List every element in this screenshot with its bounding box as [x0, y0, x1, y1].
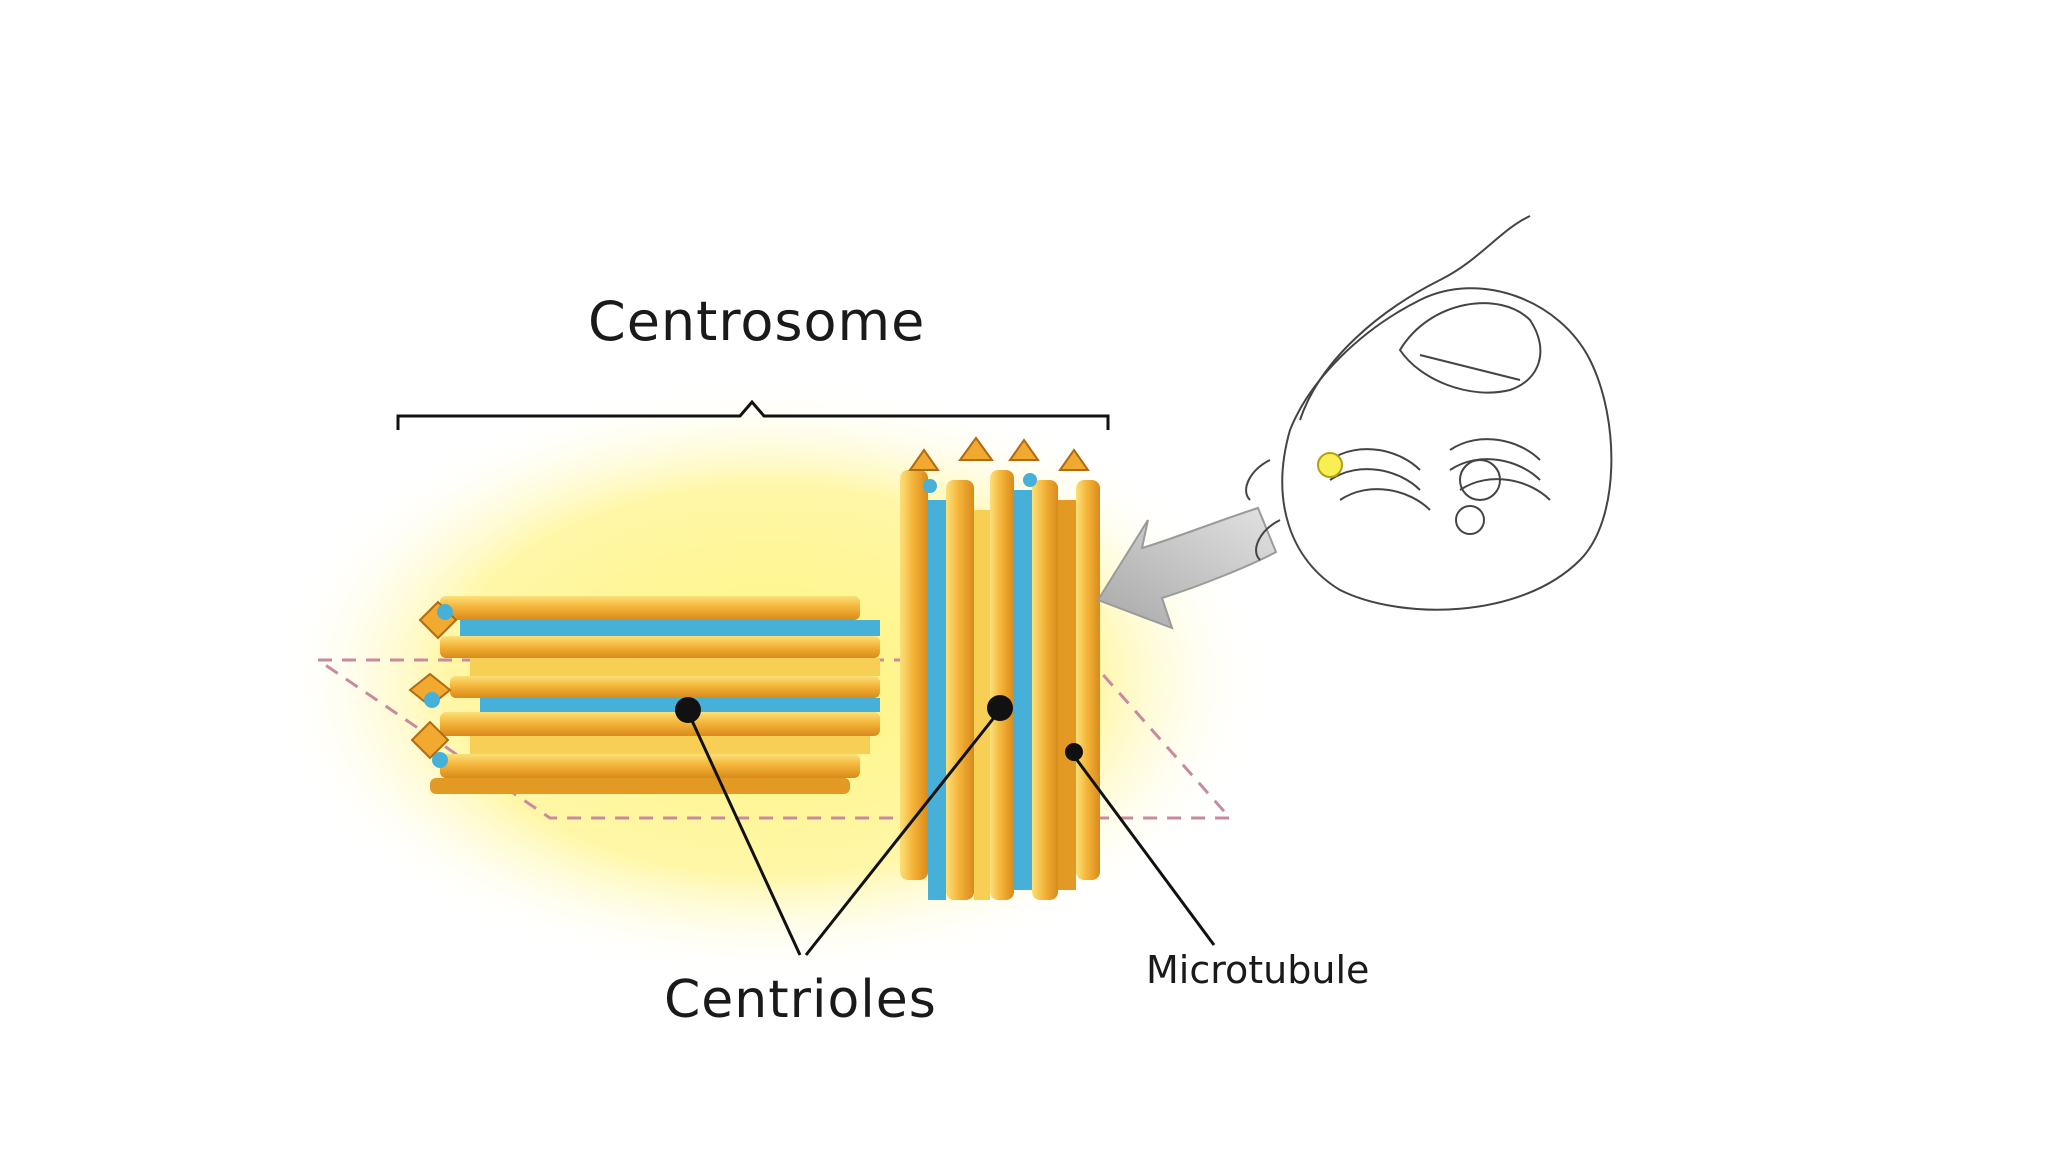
centrosome-label: Centrosome: [588, 290, 926, 353]
vertical-centriole: [900, 436, 1100, 900]
microtubule-point: [1065, 743, 1083, 761]
centrioles-label: Centrioles: [664, 970, 937, 1030]
centrosome-brace: [396, 399, 1110, 430]
centriole-point-horizontal: [675, 697, 701, 723]
centriole-point-vertical: [987, 695, 1013, 721]
microtubule-label: Microtubule: [1146, 948, 1370, 992]
horizontal-centriole: [408, 596, 880, 794]
leader-lines: [686, 709, 1216, 956]
cell-outline-icon: [1245, 215, 1613, 611]
arrow-icon: [1096, 506, 1278, 630]
